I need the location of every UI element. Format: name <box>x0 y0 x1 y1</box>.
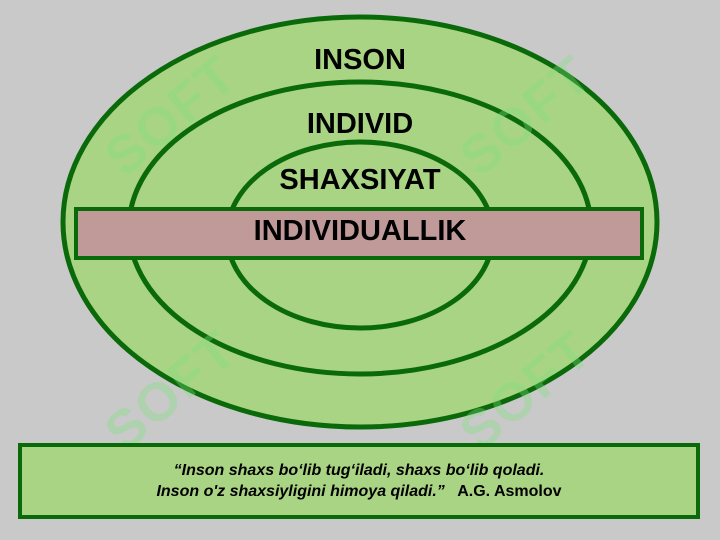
quote-line-2: Inson o'z shaxsiyligini himoya qiladi.” <box>156 483 445 500</box>
quote-author: A.G. Asmolov <box>457 483 562 500</box>
label-individ: INDIVID <box>306 108 414 140</box>
label-shaxsiyat: SHAXSIYAT <box>279 164 441 196</box>
quote-line-2-wrap: Inson o'z shaxsiyligini himoya qiladi.” … <box>156 481 561 502</box>
individuallik-band <box>74 207 644 260</box>
label-inson: INSON <box>314 44 406 76</box>
label-individuallik: INDIVIDUALLIK <box>253 215 467 247</box>
quote-box: “Inson shaxs bo‘lib tug‘iladi, shaxs bo‘… <box>18 443 700 519</box>
quote-line-1: “Inson shaxs bo‘lib tug‘iladi, shaxs bo‘… <box>173 462 545 479</box>
